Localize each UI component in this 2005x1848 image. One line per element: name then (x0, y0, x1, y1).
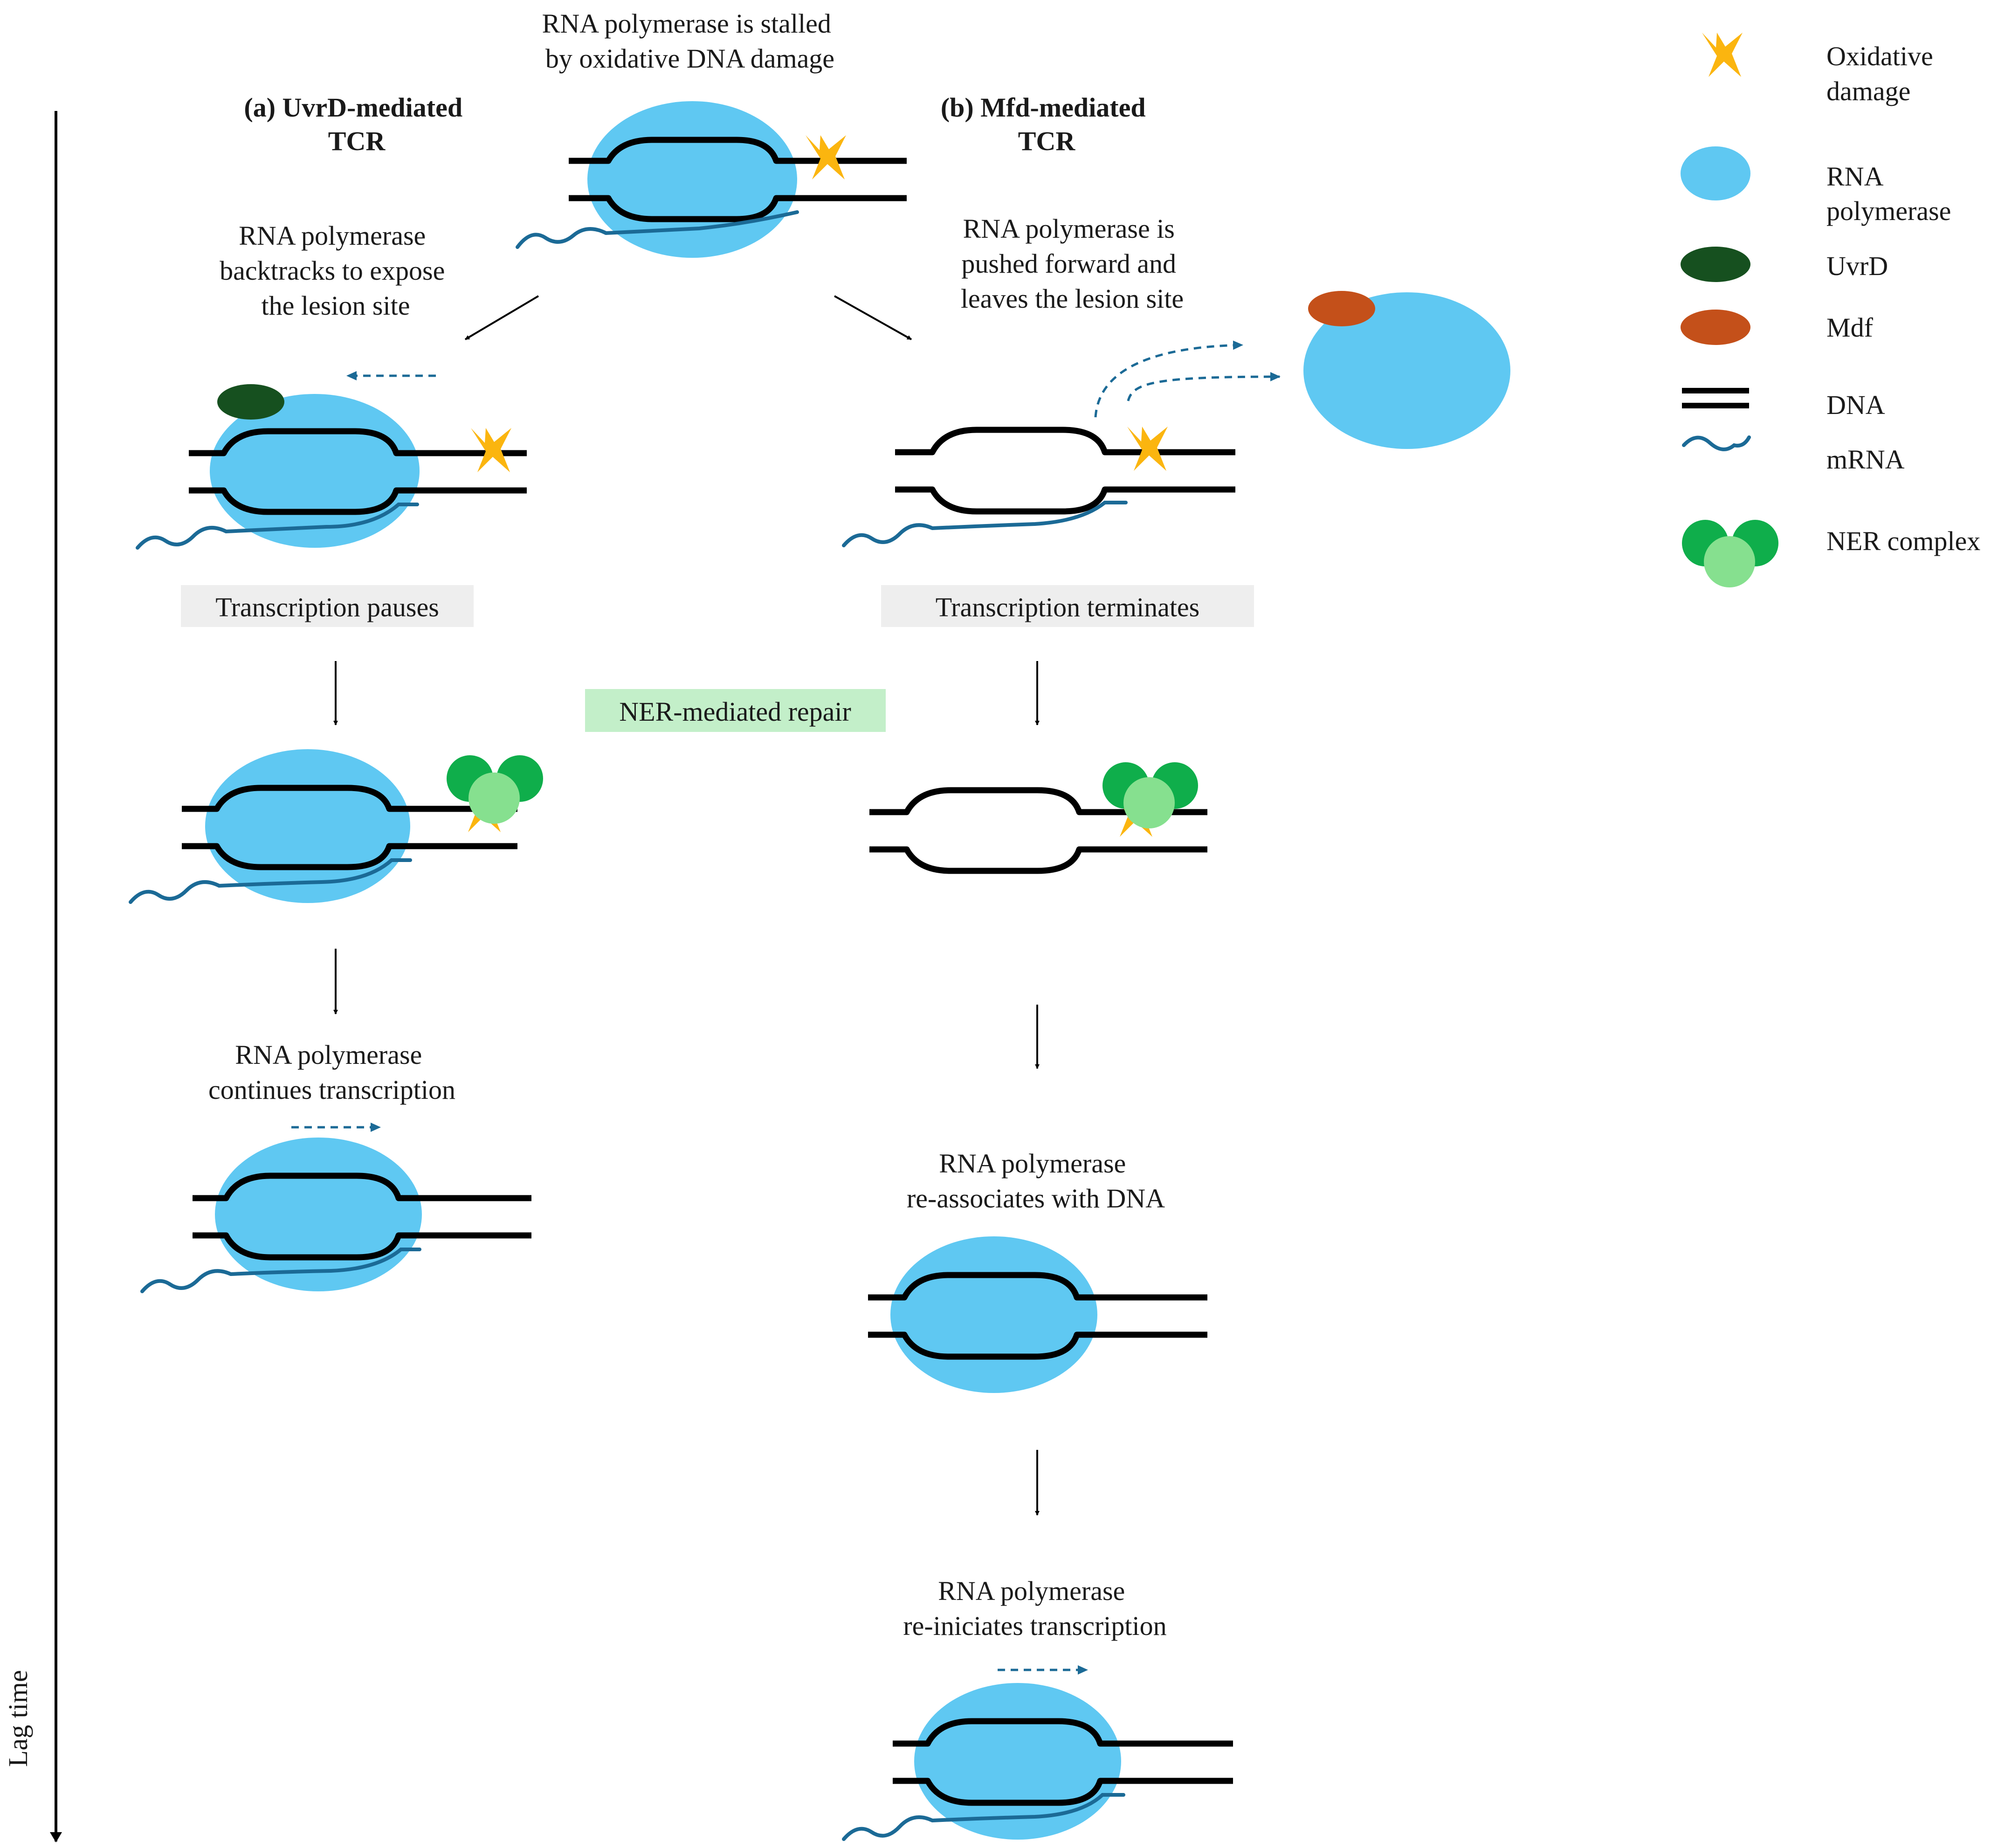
stalled-complex (516, 101, 907, 258)
dna-top-strand (193, 1172, 531, 1201)
lag-time-label: Lag time (3, 1670, 33, 1767)
mrna (140, 1248, 421, 1293)
oxidative-damage-icon (1702, 33, 1743, 77)
dna-bottom-strand (895, 486, 1235, 515)
legend-label: mRNA (1826, 444, 1905, 475)
legend-item-mrna: mRNA (1682, 435, 1905, 475)
legend-label: NER complex (1826, 526, 1980, 556)
transcription-pauses-label: Transcription pauses (215, 592, 439, 622)
legend-item-rna-polymerase: RNA polymerase (1681, 146, 1951, 226)
oxidative-damage-icon (1127, 427, 1168, 471)
branch-a-complex-backtrack (136, 371, 527, 550)
transcription-terminates-box (881, 585, 1254, 627)
dna-bottom-strand (182, 843, 517, 870)
dna-top-strand (182, 785, 517, 812)
rna-polymerase-icon (1681, 146, 1750, 200)
legend-item-uvrd: UvrD (1681, 247, 1888, 282)
mrna (842, 1793, 1125, 1841)
mdf-icon (1308, 291, 1375, 326)
transcription-pauses-box (181, 585, 474, 627)
branch-b-heading: (b) Mfd-mediated TCR (941, 92, 1152, 156)
mrna (136, 503, 419, 550)
dna-bottom-strand (569, 195, 907, 222)
dna-bottom-strand (893, 1778, 1233, 1806)
branch-b-complex-repair (869, 762, 1207, 874)
dna-top-strand (868, 1272, 1207, 1301)
ner-repair-label: NER-mediated repair (619, 696, 851, 727)
dna-top-strand (189, 428, 527, 456)
legend-label: Oxidative damage (1826, 41, 1940, 106)
legend-item-oxidative-damage: Oxidative damage (1702, 33, 1940, 106)
branch-a-complex-continue (140, 1123, 531, 1293)
rna-polymerase (215, 1138, 422, 1291)
legend-item-dna: DNA (1682, 388, 1885, 420)
arrow-to-b (834, 295, 912, 340)
legend-item-ner-complex: NER complex (1682, 520, 1980, 587)
legend-item-mdf: Mdf (1681, 310, 1874, 345)
branch-a-complex-repair (129, 749, 543, 904)
mrna (842, 501, 1128, 547)
legend: Oxidative damage RNA polymerase UvrD Mdf… (1681, 33, 1980, 587)
dna-bottom-strand (193, 1232, 531, 1261)
release-arrow-2 (1127, 372, 1281, 401)
dna-bottom-strand (868, 1331, 1207, 1360)
uvrd-icon (217, 384, 284, 420)
transcription-terminates-label: Transcription terminates (936, 592, 1200, 622)
dna-top-strand (895, 427, 1235, 455)
detached-polymerase (1303, 291, 1510, 449)
mrna-icon (1682, 435, 1751, 451)
branch-b-complex-reinitiate (842, 1665, 1233, 1841)
ner-complex (1102, 762, 1198, 828)
rna-polymerase (890, 1236, 1097, 1393)
branch-a-heading: (a) UvrD-mediated TCR (244, 92, 469, 156)
dna-bottom-strand (869, 846, 1207, 874)
arrow-to-a (464, 295, 539, 340)
legend-label: RNA polymerase (1826, 161, 1951, 226)
dna-top-strand (893, 1718, 1233, 1747)
dna-bottom-strand (189, 487, 527, 515)
branch-b-step4-text: RNA polymerase re-iniciates transcriptio… (903, 1576, 1166, 1641)
branch-b-complex-reassociated (868, 1236, 1207, 1393)
mrna (129, 858, 412, 904)
dna-top-strand (869, 787, 1207, 815)
top-title: RNA polymerase is stalled by oxidative D… (542, 8, 838, 74)
legend-label: UvrD (1826, 251, 1888, 281)
legend-label: DNA (1826, 390, 1885, 420)
legend-label: Mdf (1826, 312, 1874, 343)
branch-a-step3-text: RNA polymerase continues transcription (208, 1040, 455, 1105)
mrna (516, 210, 799, 249)
rna-polymerase (205, 749, 410, 903)
ner-repair-box (585, 689, 886, 732)
release-arrow-1 (1094, 340, 1243, 418)
mdf-icon (1681, 310, 1750, 345)
ner-complex (447, 755, 543, 824)
branch-a-step1-text: RNA polymerase backtracks to expose the … (220, 221, 452, 321)
branch-b-complex-lesion (842, 340, 1281, 547)
oxidative-damage-icon (471, 428, 511, 472)
branch-b-step3-text: RNA polymerase re-associates with DNA (907, 1148, 1165, 1214)
oxidative-damage-icon (806, 135, 846, 179)
dna-top-strand (569, 137, 907, 164)
ner-complex-icon (1682, 520, 1778, 587)
uvrd-icon (1681, 247, 1750, 282)
rna-polymerase (1303, 292, 1510, 449)
branch-b-step1-text: RNA polymerase is pushed forward and lea… (961, 214, 1184, 314)
